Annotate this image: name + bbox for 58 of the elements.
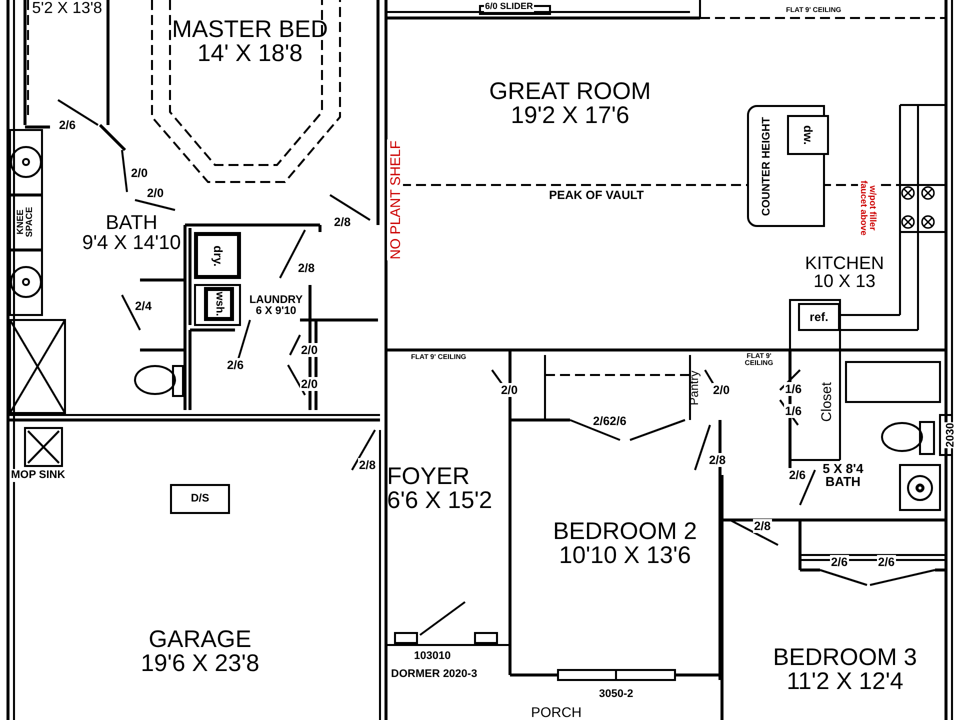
door-size: 2/8 (297, 261, 316, 275)
room-dimensions: 10 X 13 (812, 272, 877, 290)
appliance-label: dw. (802, 125, 814, 145)
door-size: 2/0 (146, 186, 165, 200)
ceiling-note: PEAK OF VAULT (548, 188, 645, 202)
door-size: 2/0 (300, 343, 319, 357)
door-size: 2/62/6 (592, 414, 628, 428)
door-size: 2/6 (226, 358, 245, 372)
door-size: 2/0 (130, 166, 149, 180)
door-size: 2/8 (333, 215, 352, 229)
dishwasher-box (787, 115, 829, 155)
appliance-box (170, 484, 230, 514)
room-name: MASTER BED (170, 18, 330, 42)
door-size: 1/6 (784, 404, 803, 418)
door-size: 2/0 (300, 377, 319, 391)
fixture-label: MOP SINK (10, 469, 66, 482)
appliance-label: dry. (212, 244, 224, 266)
door-size: 2/0 (500, 383, 519, 397)
door-size: 2/8 (753, 519, 772, 533)
door-size: 2/4 (134, 299, 153, 313)
room-dimensions: 19'6 X 23'8 (140, 652, 260, 676)
dryer-box (196, 234, 239, 277)
room-dimensions: 5'2 X 13'8 (32, 1, 102, 17)
room-name: Closet (819, 382, 833, 422)
room-dimensions: 19'2 X 17'6 (510, 104, 630, 128)
design-note: NO PLANT SHELF (387, 140, 403, 260)
room-name: GREAT ROOM (488, 80, 652, 104)
door-size: 2/8 (708, 453, 727, 467)
room-name: BATH (104, 213, 158, 233)
room-dimensions: 11'2 X 12'4 (786, 670, 904, 694)
appliance-label: ref. (810, 311, 828, 323)
island-note: COUNTER HEIGHT (762, 116, 772, 218)
refrigerator-box (798, 303, 840, 331)
door-size: 2/8 (358, 458, 377, 472)
appliance-label: D/S (190, 494, 210, 504)
door-size: 2/6 (58, 118, 77, 132)
room-name: LAUNDRY (248, 295, 304, 306)
door-size: 1/6 (784, 382, 803, 396)
room-name: BEDROOM 2 (552, 520, 698, 544)
room-name: BEDROOM 3 (772, 646, 918, 670)
room-dimensions: 5 X 8'4 (822, 462, 864, 475)
room-name: GARAGE (148, 628, 252, 652)
room-dimensions: 9'4 X 14'10 (81, 233, 182, 253)
room-dimensions: 6'6 X 15'2 (387, 489, 494, 513)
room-name: BATH (824, 475, 862, 488)
door-size: 2/6 (830, 555, 849, 569)
window-label: 6/0 SLIDER (484, 1, 534, 12)
room-name: PORCH (530, 704, 583, 720)
room-dimensions: 14' X 18'8 (196, 42, 304, 66)
room-name: FOYER (387, 465, 471, 489)
door-size: 2/0 (712, 383, 731, 397)
door-size: 2/6 (877, 555, 896, 569)
appliance-label: wsh. (214, 292, 224, 316)
room-name: KITCHEN (804, 254, 885, 272)
room-dimensions: 10'10 X 13'6 (558, 544, 692, 568)
door-size: 2/6 (788, 468, 807, 482)
washer-box (206, 289, 232, 319)
room-dimensions: 6 X 9'10 (254, 306, 298, 317)
